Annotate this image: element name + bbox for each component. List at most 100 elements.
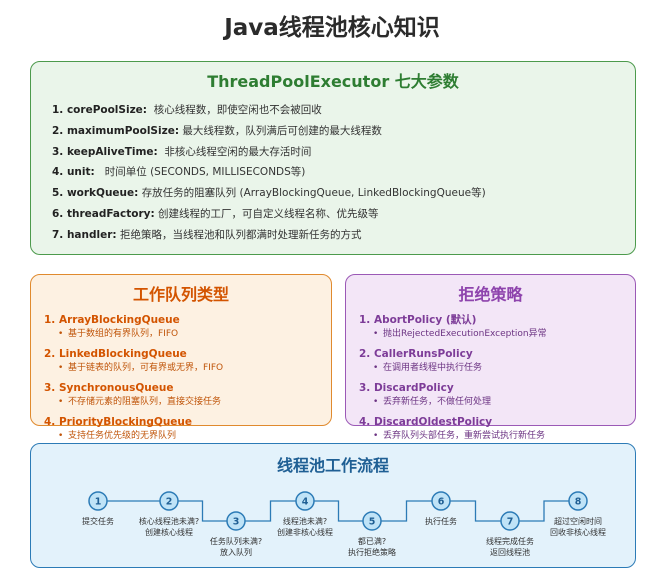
flow-step-circle [226, 511, 246, 531]
flow-step-number: 3 [233, 517, 240, 528]
queues-panel: 工作队列类型 1. ArrayBlockingQueue •基于数组的有界队列，… [30, 274, 332, 441]
flow-step-circle [159, 491, 179, 511]
bullet-icon: • [373, 329, 379, 339]
param-item: 4. unit: 时间单位 (SECONDS, MILLISECONDS等) [52, 162, 486, 183]
bullet-icon: • [58, 363, 64, 373]
queue-name: 2. LinkedBlockingQueue [44, 348, 187, 360]
flow-step-node: 8 [568, 491, 588, 511]
params-list: 1. corePoolSize: 核心线程数，即使空闲也不会被回收 2. max… [52, 100, 486, 246]
flow-step-line2: 创建核心线程 [145, 528, 193, 537]
flow-step-node: 3 [226, 511, 246, 531]
flow-connector [245, 500, 296, 522]
flow-connector [178, 500, 227, 522]
policy-desc: 丢弃新任务，不做任何处理 [383, 397, 492, 407]
param-item: 5. workQueue: 存放任务的阻塞队列 (ArrayBlockingQu… [52, 183, 486, 204]
queue-desc: 不存储元素的阻塞队列，直接交接任务 [68, 397, 222, 407]
bullet-icon: • [58, 329, 64, 339]
flow-step-line1: 都已满? [357, 537, 387, 546]
flow-step-node: 2 [159, 491, 179, 511]
queue-desc: 基于链表的队列，可有界或无界，FIFO [68, 363, 224, 373]
reject-list: 1. AbortPolicy (默认) • 抛出RejectedExecution… [359, 313, 547, 449]
reject-title: 拒绝策略 [458, 285, 523, 304]
flow-connector [519, 500, 569, 522]
flow-step-number: 4 [302, 497, 309, 508]
flow-step-line1: 提交任务 [82, 517, 114, 526]
flow-step-circle [500, 511, 520, 531]
flow-step-label: 都已满? 执行拒绝策略 [348, 536, 396, 558]
reject-panel: 拒绝策略 1. AbortPolicy (默认) • 抛出RejectedExec… [345, 274, 636, 441]
queue-desc-row: • 支持任务优先级的无界队列 [44, 430, 223, 443]
policy-name: 4. DiscardOldestPolicy [359, 416, 493, 428]
flow-step-line2: 创建非核心线程 [277, 528, 333, 537]
flow-panel: 线程池工作流程 1 2 3 4 5 6 7 8 提交任务 核心线程池未满? 创建核心线程任务队列未… [30, 443, 636, 568]
flow-step-number: 2 [166, 497, 173, 508]
param-desc: 创建线程的工厂，可自定义线程名称、优先级等 [158, 207, 379, 220]
bullet-icon: • [58, 431, 64, 441]
flow-step-label: 线程池未满? 创建非核心线程 [277, 516, 333, 538]
bullet-icon: • [373, 397, 379, 407]
queue-desc: 支持任务优先级的无界队列 [68, 431, 177, 441]
flow-step-label: 超过空闲时间回收非核心线程 [550, 516, 606, 538]
param-name: 1. corePoolSize: [52, 104, 148, 116]
page-title: Java线程池核心知识 [224, 15, 440, 41]
policy-name: 2. CallerRunsPolicy [359, 348, 473, 360]
flow-step-node: 5 [362, 511, 382, 531]
flow-step-node: 6 [431, 491, 451, 511]
param-desc: 非核心线程空闲的最大存活时间 [164, 145, 312, 158]
param-name: 4. unit: [52, 166, 95, 179]
flow-step-number: 1 [95, 497, 102, 508]
queue-item: 1. ArrayBlockingQueue •基于数组的有界队列，FIFO [44, 313, 223, 347]
flow-step-label: 核心线程池未满? 创建核心线程 [139, 516, 199, 538]
flow-title: 线程池工作流程 [276, 456, 389, 475]
queue-desc-row: • 不存储元素的阻塞队列，直接交接任务 [44, 396, 223, 409]
queue-name: 4. PriorityBlockingQueue [44, 416, 193, 428]
bullet-icon: • [58, 397, 64, 407]
queues-title: 工作队列类型 [132, 285, 229, 304]
queue-name: 1. ArrayBlockingQueue [44, 314, 180, 326]
policy-name: 1. AbortPolicy (默认) [359, 314, 477, 326]
flow-step-circle [362, 511, 382, 531]
flow-diagram: 1 2 3 4 5 6 7 8 [88, 491, 588, 531]
param-desc: 时间单位 (SECONDS, MILLISECONDS等) [104, 166, 306, 179]
bullet-icon: • [373, 431, 379, 441]
queue-item: 2. LinkedBlockingQueue • 基于链表的队列，可有界或无界，F… [44, 347, 223, 381]
flow-step-circle [88, 491, 108, 511]
flow-step-circle [568, 491, 588, 511]
param-item: 3. keepAliveTime: 非核心线程空闲的最大存活时间 [52, 142, 486, 163]
flow-step-line1: 核心线程池未满? [138, 517, 200, 526]
flow-step-label: 任务队列未满?放入队列 [210, 536, 262, 558]
flow-step-line2: 返回线程池 [490, 548, 530, 557]
policy-desc: 抛出RejectedExecutionException异常 [383, 329, 547, 339]
flow-step-line2: 执行拒绝策略 [348, 548, 396, 557]
flow-connector [314, 500, 363, 522]
policy-item: 2. CallerRunsPolicy •在调用者线程中执行任务 [359, 347, 547, 381]
flow-step-circle [431, 491, 451, 511]
flow-step-number: 5 [369, 517, 376, 528]
flow-step-line1: 线程完成任务 [486, 537, 534, 546]
flow-connector [450, 500, 501, 522]
flow-step-number: 8 [575, 497, 582, 508]
queue-item: 3. SynchronousQueue • 不存储元素的阻塞队列，直接交接任务 [44, 381, 223, 415]
param-item: 1. corePoolSize: 核心线程数，即使空闲也不会被回收 [52, 100, 486, 121]
flow-step-line2: 回收非核心线程 [550, 528, 606, 537]
policy-desc-row: •在调用者线程中执行任务 [359, 362, 547, 375]
policy-item: 1. AbortPolicy (默认) • 抛出RejectedExecution… [359, 313, 547, 347]
params-title: ThreadPoolExecutor 七大参数 [207, 72, 459, 91]
flow-step-node: 7 [500, 511, 520, 531]
param-desc: 最大线程数，队列满后可创建的最大线程数 [182, 124, 382, 137]
param-item: 7. handler: 拒绝策略，当线程池和队列都满时处理新任务的方式 [52, 225, 486, 246]
flow-step-line1: 线程池未满? [282, 517, 328, 526]
param-name: 7. handler: [52, 228, 117, 241]
flow-step-label: 提交任务 [82, 516, 114, 527]
param-name: 6. threadFactory: [52, 207, 155, 220]
param-name: 5. workQueue: [52, 187, 139, 200]
queues-list: 1. ArrayBlockingQueue •基于数组的有界队列，FIFO 2.… [44, 313, 223, 449]
param-desc: 核心线程数，即使空闲也不会被回收 [153, 104, 322, 116]
flow-step-node: 4 [295, 491, 315, 511]
queue-name: 3. SynchronousQueue [44, 382, 174, 394]
flow-connector [381, 500, 432, 522]
policy-name: 3. DiscardPolicy [359, 382, 454, 394]
param-desc: 存放任务的阻塞队列 (ArrayBlockingQueue, LinkedBlo… [141, 187, 486, 200]
flow-step-line1: 执行任务 [425, 517, 457, 526]
flow-step-node: 1 [88, 491, 108, 511]
